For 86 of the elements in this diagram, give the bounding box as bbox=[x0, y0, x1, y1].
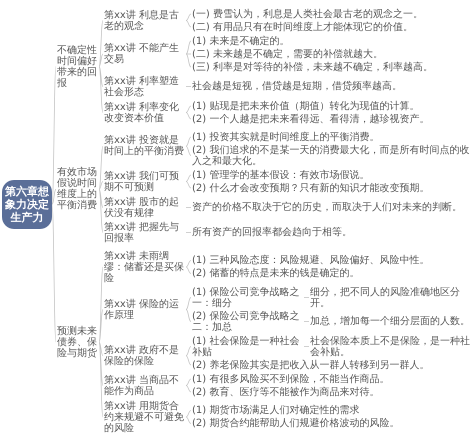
connector-line bbox=[186, 86, 192, 87]
connector-line bbox=[186, 232, 192, 233]
connector-line bbox=[186, 385, 192, 392]
subtopic-label: 第xx讲 不能产生交易 bbox=[104, 43, 186, 65]
connector-line bbox=[98, 188, 104, 233]
connector-line bbox=[186, 146, 192, 156]
connector-line bbox=[98, 342, 104, 356]
connector-line bbox=[304, 297, 310, 298]
subtopic-label: 第xx讲 我们可预期不可预测 bbox=[104, 170, 186, 192]
connector-line bbox=[98, 20, 104, 67]
connector-line bbox=[186, 378, 192, 386]
branch-topic: 有效市场假说时间维度上的平衡消费 bbox=[57, 167, 99, 212]
note-text: (1) 有很多风险买不到保险，不能当作商品。 bbox=[192, 374, 472, 384]
connector-line bbox=[98, 54, 104, 67]
connector-line bbox=[98, 66, 104, 87]
subtopic-label: 第xx讲 保险的运作原理 bbox=[104, 298, 186, 320]
note-text: (2) 教育、医疗等不能被作为商品来对待。 bbox=[192, 386, 472, 398]
connector-line bbox=[186, 416, 192, 424]
subtopic-label: 第xx讲 用期货合约来规避不可避免的风险 bbox=[104, 400, 186, 434]
connector-line bbox=[304, 321, 310, 322]
note-text: 资产的价格不取决于它的历史，而取决于人们对未来的判断。 bbox=[192, 202, 472, 213]
note-text: (1) 社会保险是一种社会补贴 bbox=[192, 336, 304, 358]
note-text: (2) 期货合约能帮助人们规避价格波动的风险。 bbox=[192, 418, 472, 429]
connector-line bbox=[186, 260, 192, 268]
root-topic: 第六章想象力决定生产力 bbox=[2, 180, 52, 229]
note-text: (二) 未来越是不确定，需要的补偿就越大。 bbox=[192, 48, 472, 60]
connector-line bbox=[186, 181, 192, 188]
connector-line bbox=[304, 346, 310, 347]
note-text: (三) 利率是对等待的补偿，未来越不确定，利率越高。 bbox=[192, 62, 472, 72]
branch-topic: 预测未来债券、保险与期货 bbox=[57, 326, 99, 358]
note-text: 社会越是短视，借贷越是短期，借贷频率越高。 bbox=[192, 81, 472, 92]
note-text: (2) 储蓄的特点是未来的钱是确定的。 bbox=[192, 268, 472, 279]
connector-line bbox=[186, 266, 192, 274]
note-text: (1) 投资其实就是时间维度上的平衡消费。 bbox=[192, 132, 472, 142]
connector-line bbox=[98, 66, 104, 113]
note-text: (2) 养老保险其实是把收入从一群人转移到另一群人。 bbox=[192, 360, 472, 370]
note-text: (2) 我们追求的不是某一天的消费最大化，而是所有时间点的收入之和最大化。 bbox=[192, 144, 472, 166]
connector-line bbox=[98, 266, 104, 342]
connector-line bbox=[52, 66, 56, 205]
subtopic-label: 第xx讲 利率塑造社会形态 bbox=[104, 76, 186, 98]
subtopic-label: 第xx讲 股市的起伏没有规律 bbox=[104, 196, 186, 218]
connector-line bbox=[186, 355, 192, 366]
connector-line bbox=[98, 309, 104, 342]
note-text: (2) 什么才会改变预期？只有新的知识才能改变预期。 bbox=[192, 182, 472, 194]
connector-line bbox=[98, 146, 104, 190]
note-text: (1) 保险公司竞争战略之一：细分 bbox=[192, 286, 304, 308]
connector-line bbox=[52, 204, 56, 342]
connector-line bbox=[186, 14, 192, 21]
connector-line bbox=[186, 297, 192, 310]
connector-line bbox=[186, 40, 192, 54]
connector-line bbox=[186, 136, 192, 147]
note-text: 细分，把不同人的风险准确地区分开。 bbox=[310, 286, 472, 308]
subtopic-label: 第xx讲 把握先与回报率 bbox=[104, 222, 186, 244]
connector-line bbox=[186, 106, 192, 113]
connector-line bbox=[186, 309, 192, 322]
note-text: (1) 期货市场满足人们对确定性的需求 bbox=[192, 405, 472, 416]
connector-line bbox=[98, 342, 104, 386]
connector-line bbox=[186, 346, 192, 356]
subtopic-label: 第xx讲 利率变化改变资本价值 bbox=[104, 102, 186, 124]
subtopic-label: 第xx讲 未雨绸缪：储蓄还是买保险 bbox=[104, 250, 186, 284]
connector-line bbox=[98, 342, 104, 418]
note-text: (2) 保险公司竞争战略之二：加总 bbox=[192, 310, 304, 332]
connector-line bbox=[186, 112, 192, 120]
note-text: (一) 费雪认为，利息是人类社会最古老的观念之一。 bbox=[192, 8, 472, 20]
connector-line bbox=[186, 207, 192, 208]
subtopic-label: 第xx讲 政府不是保险的保险 bbox=[104, 344, 186, 367]
subtopic-label: 第xx讲 利息是古老的观念 bbox=[104, 10, 186, 32]
connector-line bbox=[98, 188, 104, 208]
subtopic-label: 第xx讲 投资就是时间上的平衡消费 bbox=[104, 135, 186, 158]
connector-line bbox=[98, 181, 104, 190]
note-text: (1) 贴现是把未来价值（期值）转化为现值的计算。 bbox=[192, 100, 472, 112]
branch-topic: 不确定性时间偏好带来的回报 bbox=[57, 44, 99, 88]
connector-line bbox=[186, 174, 192, 182]
note-text: 所有资产的回报率都会趋向于相等。 bbox=[192, 227, 472, 238]
connector-line bbox=[52, 188, 56, 205]
note-text: (1) 管理学的基本假设：有效市场假说。 bbox=[192, 170, 472, 180]
note-text: (二) 有用品只有在时间维度上才能体现它的价值。 bbox=[192, 22, 472, 32]
connector-line bbox=[186, 410, 192, 418]
connector-line bbox=[186, 20, 192, 28]
note-text: 社会保险本质上不是保险，是一种社会补贴。 bbox=[310, 336, 472, 358]
subtopic-label: 第xx讲 当商品不能作为商品 bbox=[104, 374, 186, 396]
note-text: (1) 三种风险态度：风险规避、风险偏好、风险中性。 bbox=[192, 255, 472, 266]
connector-line bbox=[186, 54, 192, 68]
note-text: 加总，增加每一个细分层面的人数。 bbox=[310, 316, 472, 327]
note-text: (1) 未来是不确定的。 bbox=[192, 36, 472, 46]
note-text: (2) 一个人越是把未来看得远、看得清，越珍视资产。 bbox=[192, 114, 472, 124]
